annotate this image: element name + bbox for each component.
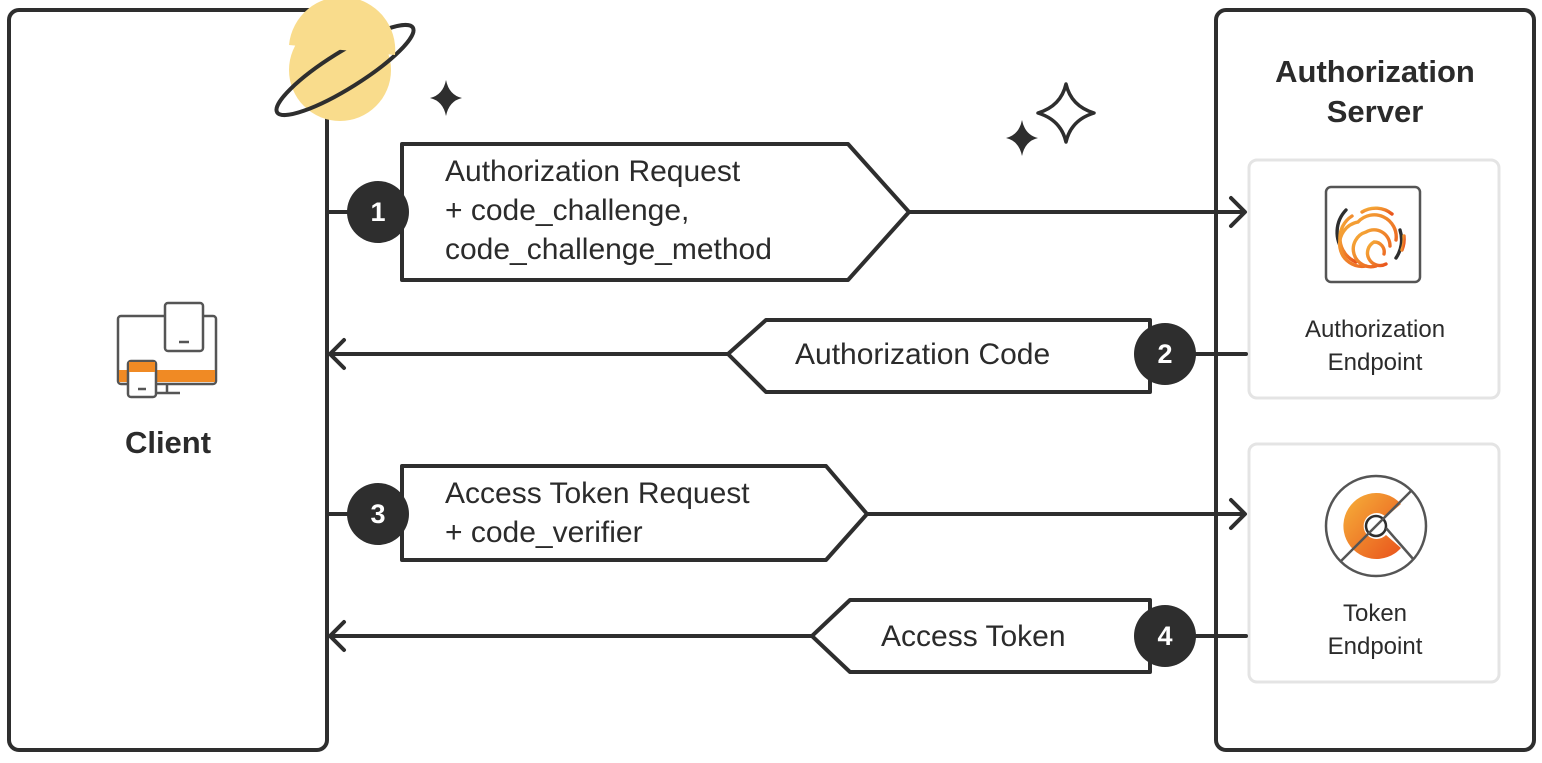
token-endpoint-line1: Token (1342, 600, 1408, 627)
step-1-line1: Authorization Request (445, 155, 741, 188)
token-endpoint-line2: Endpoint (1327, 633, 1423, 660)
step-3-line2: + code_verifier (445, 516, 643, 549)
fingerprint-icon (1324, 185, 1422, 284)
step-4-arrow (328, 598, 1248, 674)
sparkle-outline-icon (1036, 82, 1096, 144)
planet-icon (274, 0, 416, 121)
devices-icon (116, 301, 218, 399)
step-1-line2: + code_challenge, (445, 194, 690, 227)
authorization-endpoint-label: Authorization Endpoint (1250, 313, 1500, 379)
authorization-endpoint-line1: Authorization (1304, 316, 1446, 343)
sparkle-icon (1006, 120, 1038, 156)
step-3-arrow (325, 464, 1247, 562)
server-title-line2: Server (1326, 94, 1424, 129)
step-1-line3: code_challenge_method (445, 233, 772, 266)
step-4-message: Access Token (881, 617, 1066, 656)
step-2-message: Authorization Code (795, 335, 1050, 374)
step-3-badge: 3 (347, 483, 409, 545)
authorization-server-title: Authorization Server (1220, 52, 1530, 132)
token-endpoint-label: Token Endpoint (1250, 597, 1500, 663)
step-2-arrow (328, 318, 1248, 394)
sparkle-icon (430, 80, 462, 116)
step-2-badge: 2 (1134, 323, 1196, 385)
authorization-endpoint-line2: Endpoint (1327, 349, 1423, 376)
step-4-line1: Access Token (881, 620, 1066, 653)
step-3-message: Access Token Request + code_verifier (445, 474, 750, 552)
step-3-line1: Access Token Request (445, 477, 750, 510)
token-c-icon (1324, 474, 1428, 578)
step-1-arrow (325, 142, 1247, 282)
step-1-badge: 1 (347, 181, 409, 243)
step-1-message: Authorization Request + code_challenge, … (445, 152, 772, 269)
step-2-line1: Authorization Code (795, 338, 1051, 371)
server-title-line1: Authorization (1275, 54, 1475, 89)
client-label: Client (124, 425, 212, 460)
step-4-badge: 4 (1134, 605, 1196, 667)
